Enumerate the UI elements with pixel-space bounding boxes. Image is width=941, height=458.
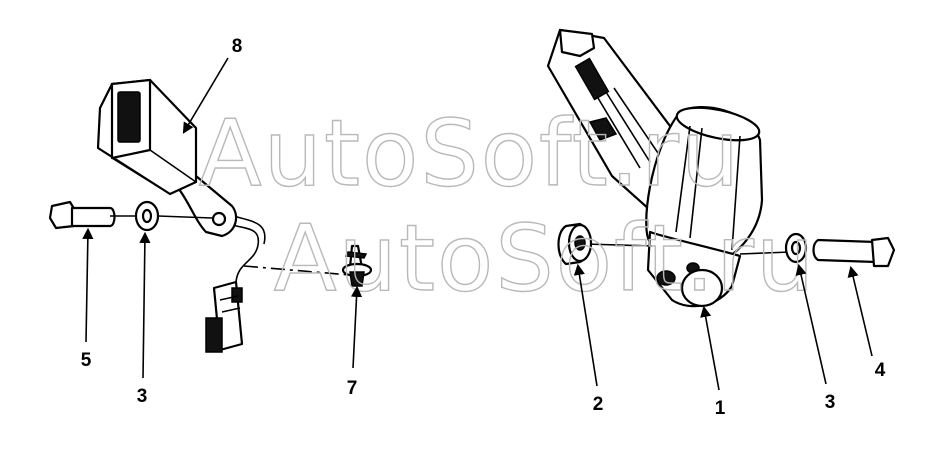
callout-4: 4 bbox=[875, 360, 886, 381]
callout-3-left: 3 bbox=[137, 386, 148, 407]
watermark-text: AutoSoft.ru bbox=[199, 100, 742, 207]
spacer-bushing bbox=[557, 222, 593, 266]
leader-lines bbox=[82, 57, 873, 391]
leader-7 bbox=[350, 285, 363, 369]
callout-8: 8 bbox=[232, 36, 243, 57]
buckle-assembly bbox=[96, 78, 266, 353]
retractor-assembly bbox=[546, 28, 791, 308]
leader-3-right bbox=[795, 263, 827, 385]
callout-3-right: 3 bbox=[825, 392, 836, 413]
leader-8 bbox=[182, 57, 229, 134]
wire-connector bbox=[205, 280, 244, 353]
callout-labels: 8 5 3 7 2 1 3 4 bbox=[81, 36, 886, 419]
wire-clip bbox=[243, 244, 373, 287]
bolt-right bbox=[812, 236, 896, 268]
leader-3-left bbox=[139, 231, 151, 379]
leader-4 bbox=[847, 265, 873, 357]
bolt-left bbox=[48, 200, 140, 230]
washer-left bbox=[134, 200, 213, 232]
callout-2: 2 bbox=[593, 394, 604, 415]
leader-1 bbox=[700, 305, 720, 391]
callout-7: 7 bbox=[347, 378, 358, 399]
leader-2 bbox=[573, 263, 598, 387]
washer-right bbox=[784, 232, 808, 264]
callout-1: 1 bbox=[715, 398, 726, 419]
watermark-text-2: AutoSoft.ru bbox=[274, 205, 817, 312]
leader-5 bbox=[82, 227, 94, 343]
callout-5: 5 bbox=[81, 350, 92, 371]
